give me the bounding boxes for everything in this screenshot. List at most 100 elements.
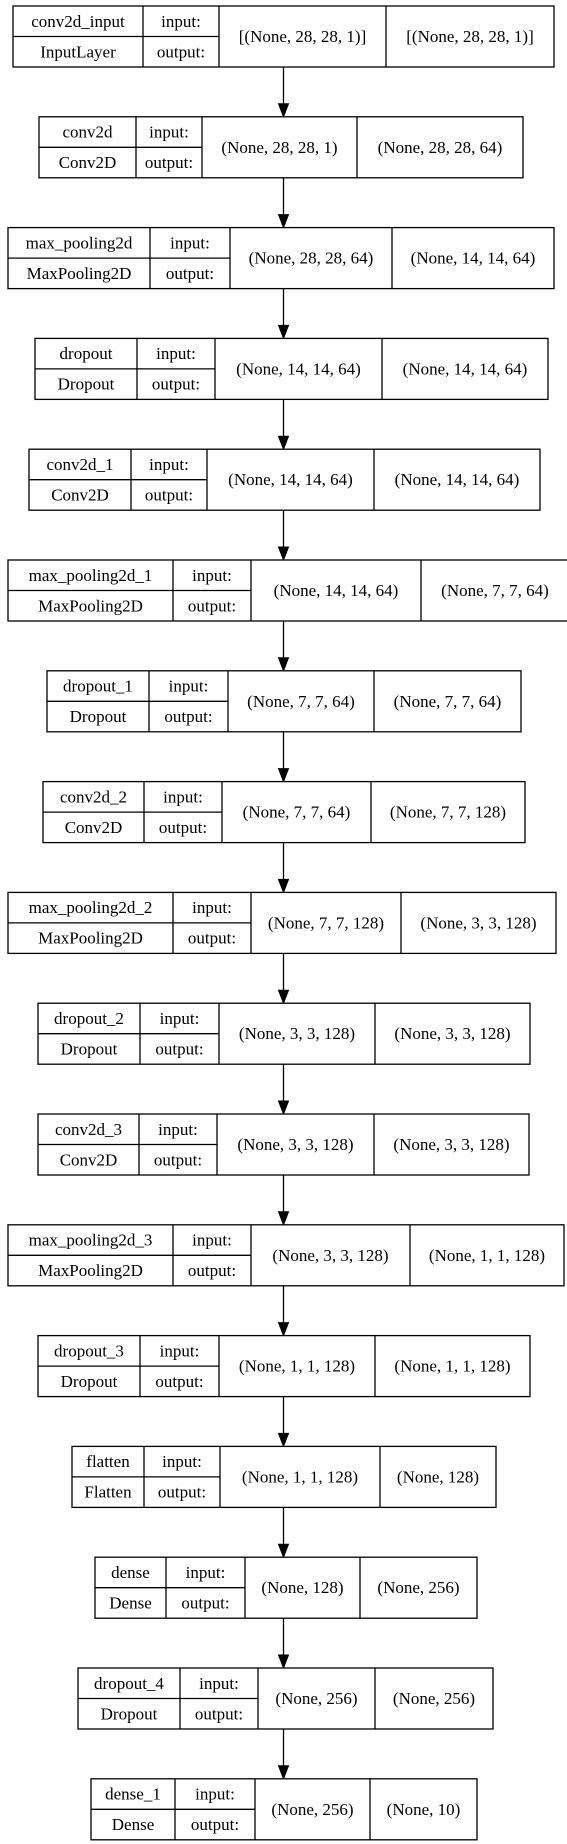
input-shape: (None, 1, 1, 128) [239,1357,355,1376]
input-shape: (None, 256) [271,1800,353,1819]
input-label: input: [149,455,189,474]
output-label: output: [157,42,205,61]
output-label: output: [159,818,207,837]
input-shape: [(None, 28, 28, 1)] [239,27,366,46]
output-shape: (None, 14, 14, 64) [411,249,536,268]
edge-arrow [277,288,290,340]
edge-arrow [277,510,290,562]
input-shape: (None, 3, 3, 128) [237,1135,353,1154]
output-label: output: [155,1039,203,1058]
layer-name: dropout_2 [54,1009,124,1028]
edge-arrow [277,731,290,783]
output-label: output: [158,1483,206,1502]
input-label: input: [149,123,189,142]
input-shape: (None, 7, 7, 64) [247,692,355,711]
output-label: output: [155,1372,203,1391]
layer-name: max_pooling2d [26,233,133,252]
layer-type: Conv2D [59,153,117,172]
layer-type: Dense [112,1815,154,1834]
edge-arrow [277,1396,290,1448]
layer-type: Dense [109,1593,151,1612]
input-label: input: [161,12,201,31]
input-label: input: [169,677,209,696]
layer-node-max_pooling2d_1: max_pooling2d_1MaxPooling2Dinput:output:… [7,559,567,622]
output-label: output: [152,375,200,394]
output-shape: (None, 28, 28, 64) [378,138,503,157]
layer-type: Dropout [58,375,115,394]
layer-node-max_pooling2d_3: max_pooling2d_3MaxPooling2Dinput:output:… [7,1224,565,1287]
output-label: output: [191,1815,239,1834]
input-shape: (None, 14, 14, 64) [274,581,399,600]
layer-type: MaxPooling2D [38,596,143,615]
output-shape: (None, 3, 3, 128) [393,1135,509,1154]
edge-arrow [277,842,290,894]
input-label: input: [162,1452,202,1471]
edge-arrow [277,1285,290,1337]
output-label: output: [166,264,214,283]
edge-arrow [277,1507,290,1559]
input-shape: (None, 3, 3, 128) [272,1246,388,1265]
input-label: input: [192,1231,232,1250]
layer-node-conv2d_input: conv2d_inputInputLayerinput:output:[(Non… [12,5,555,68]
output-shape: [(None, 28, 28, 1)] [406,27,533,46]
edge-arrow [277,953,290,1005]
input-shape: (None, 7, 7, 64) [243,803,351,822]
output-shape: (None, 7, 7, 64) [394,692,502,711]
edge-arrow [277,399,290,451]
layer-name: conv2d_2 [60,787,127,806]
output-shape: (None, 7, 7, 128) [390,803,506,822]
layer-name: max_pooling2d_2 [29,898,153,917]
input-shape: (None, 3, 3, 128) [239,1024,355,1043]
layer-name: dropout_4 [94,1674,164,1693]
input-shape: (None, 14, 14, 64) [228,470,353,489]
input-shape: (None, 14, 14, 64) [236,359,361,378]
output-shape: (None, 1, 1, 128) [394,1357,510,1376]
layer-name: dropout_1 [63,677,133,696]
layer-name: conv2d_3 [55,1120,122,1139]
input-label: input: [199,1674,239,1693]
layer-name: dropout_3 [54,1341,124,1360]
layer-type: Dropout [61,1372,118,1391]
edge-arrow [277,177,290,229]
input-label: input: [160,1341,200,1360]
edge-arrow [277,621,290,673]
layer-type: Flatten [84,1483,132,1502]
output-shape: (None, 128) [397,1467,479,1486]
layer-node-max_pooling2d_2: max_pooling2d_2MaxPooling2Dinput:output:… [7,891,557,955]
layer-name: conv2d [62,123,113,142]
layer-type: Dropout [101,1704,158,1723]
layer-name: dropout [60,344,113,363]
layer-name: flatten [86,1452,130,1471]
output-label: output: [164,707,212,726]
output-label: output: [188,1261,236,1280]
input-label: input: [160,1009,200,1028]
edge-arrow [277,1175,290,1227]
layer-type: Conv2D [60,1150,118,1169]
output-label: output: [188,596,236,615]
input-label: input: [192,898,232,917]
input-shape: (None, 256) [275,1689,357,1708]
output-shape: (None, 1, 1, 128) [429,1246,545,1265]
layer-name: conv2d_input [31,12,125,31]
layer-type: MaxPooling2D [27,264,132,283]
output-label: output: [145,485,193,504]
layer-type: Conv2D [65,818,123,837]
output-shape: (None, 256) [393,1689,475,1708]
layer-type: MaxPooling2D [38,1261,143,1280]
input-label: input: [170,233,210,252]
output-label: output: [145,153,193,172]
input-label: input: [163,787,203,806]
output-label: output: [154,1150,202,1169]
output-shape: (None, 14, 14, 64) [403,359,528,378]
layer-name: max_pooling2d_1 [29,566,153,585]
